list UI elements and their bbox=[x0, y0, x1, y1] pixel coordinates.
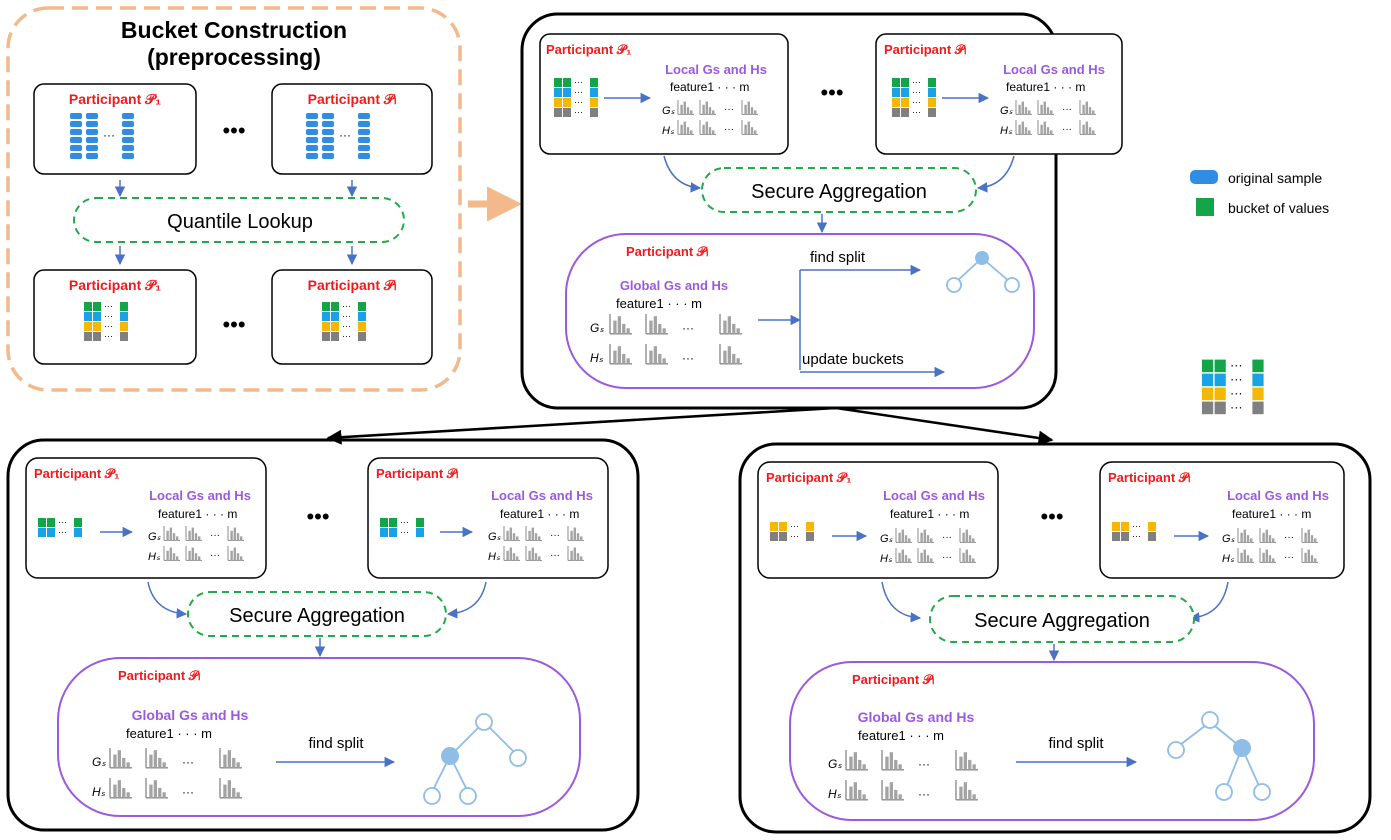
gs-label: Gₛ bbox=[662, 105, 676, 117]
secure-aggregation-label: Secure Aggregation bbox=[229, 605, 405, 627]
hs-label: Hₛ bbox=[880, 553, 893, 565]
original-sample-icon bbox=[1190, 170, 1218, 184]
svg-text:···: ··· bbox=[339, 128, 351, 142]
secure-aggregation-label: Secure Aggregation bbox=[751, 181, 927, 203]
feature-row: feature1 · · · m bbox=[158, 507, 237, 521]
pre-participant-l-bottom: Participant 𝒫ₗ bbox=[271, 269, 433, 365]
pre-participant-1-bottom: Participant 𝒫₁ bbox=[33, 269, 197, 365]
legend-bucket: bucket of values bbox=[1228, 200, 1329, 216]
participant-label: Participant 𝒫ₗ bbox=[118, 668, 200, 683]
svg-text:···: ··· bbox=[103, 128, 115, 142]
global-label: Global Gs and Hs bbox=[858, 709, 975, 725]
hs-label: Hₛ bbox=[92, 785, 106, 799]
local-label: Local Gs and Hs bbox=[665, 62, 767, 77]
legend-original: original sample bbox=[1228, 170, 1322, 186]
secure-aggregation-box bbox=[929, 595, 1195, 643]
hs-label: Hₛ bbox=[828, 787, 842, 801]
tree-icon bbox=[946, 251, 1020, 293]
hs-label: Hₛ bbox=[148, 551, 161, 563]
hs-label: Hₛ bbox=[1222, 553, 1235, 565]
gs-label: Gₛ bbox=[880, 533, 894, 545]
preprocessing-title-line2: (preprocessing) bbox=[147, 44, 321, 70]
split-arrows bbox=[326, 406, 1054, 446]
gs-label: Gₛ bbox=[828, 757, 842, 771]
gs-label: Gₛ bbox=[1000, 105, 1014, 117]
feature-row: feature1 · · · m bbox=[126, 726, 212, 741]
participant-label: Participant 𝒫₁ bbox=[69, 277, 161, 293]
pre-participant-l-top: Participant 𝒫ₗ ··· bbox=[271, 83, 433, 175]
participant-label: Participant 𝒫ₗ bbox=[1108, 470, 1190, 485]
hs-label: Hₛ bbox=[590, 351, 604, 365]
global-label: Global Gs and Hs bbox=[132, 707, 249, 723]
local-label: Local Gs and Hs bbox=[883, 488, 985, 503]
right-participant-l: Participant 𝒫ₗ Local Gs and Hs feature1 … bbox=[1099, 461, 1345, 579]
find-split-label: find split bbox=[308, 735, 364, 752]
local-label: Local Gs and Hs bbox=[1003, 62, 1105, 77]
participant-label: Participant 𝒫₁ bbox=[546, 42, 632, 57]
update-buckets-label: update buckets bbox=[802, 351, 904, 368]
feature-row: feature1 · · · m bbox=[858, 728, 944, 743]
feature-row: feature1 · · · m bbox=[616, 296, 702, 311]
local-label: Local Gs and Hs bbox=[491, 488, 593, 503]
participant-label: Participant 𝒫₁ bbox=[766, 470, 852, 485]
root-aggregator: Participant 𝒫ₗ Global Gs and Hs feature1… bbox=[565, 233, 1264, 415]
right-participant-1: Participant 𝒫₁ Local Gs and Hs feature1 … bbox=[757, 461, 999, 579]
left-participant-l: Participant 𝒫ₗ Local Gs and Hs feature1 … bbox=[367, 457, 609, 579]
hs-label: Hₛ bbox=[1000, 125, 1013, 137]
participant-label: Participant 𝒫ₗ bbox=[308, 277, 397, 293]
feature-row: feature1 · · · m bbox=[1232, 507, 1311, 521]
left-aggregator: Participant 𝒫ₗ Global Gs and Hs feature1… bbox=[57, 657, 581, 817]
quantile-lookup-box bbox=[73, 197, 405, 243]
right-child-panel: Participant 𝒫₁ Local Gs and Hs feature1 … bbox=[738, 442, 1372, 834]
hs-label: Hₛ bbox=[662, 125, 675, 137]
root-ellipsis: ••• bbox=[820, 80, 843, 105]
participant-label: Participant 𝒫₁ bbox=[34, 466, 120, 481]
root-participant-l: Participant 𝒫ₗ Local Gs and Hs feature1 … bbox=[875, 33, 1123, 155]
left-child-panel: Participant 𝒫₁ Local Gs and Hs feature1 … bbox=[6, 438, 640, 832]
participant-label: Participant 𝒫ₗ bbox=[308, 91, 397, 107]
local-label: Local Gs and Hs bbox=[149, 488, 251, 503]
ellipsis-top: ••• bbox=[222, 118, 245, 143]
secure-aggregation-box bbox=[187, 591, 447, 637]
participant-label: Participant 𝒫ₗ bbox=[852, 672, 934, 687]
participant-label: Participant 𝒫ₗ bbox=[626, 244, 708, 259]
participant-label: Participant 𝒫ₗ bbox=[376, 466, 458, 481]
pre-participant-1-top: Participant 𝒫₁ ··· bbox=[33, 83, 197, 175]
gs-label: Gₛ bbox=[590, 321, 604, 335]
quantile-lookup-label: Quantile Lookup bbox=[167, 211, 313, 233]
gs-label: Gₛ bbox=[92, 755, 106, 769]
participant-label: Participant 𝒫ₗ bbox=[884, 42, 966, 57]
ellipsis-bottom: ••• bbox=[222, 312, 245, 337]
secure-aggregation-label: Secure Aggregation bbox=[974, 610, 1150, 632]
preprocessing-title-line1: Bucket Construction bbox=[121, 17, 347, 43]
participant-label: Participant 𝒫₁ bbox=[69, 91, 161, 107]
feature-row: feature1 · · · m bbox=[500, 507, 579, 521]
hs-label: Hₛ bbox=[488, 551, 501, 563]
right-ellipsis: ••• bbox=[1040, 504, 1063, 529]
secure-aggregation-box bbox=[701, 167, 977, 213]
tree-icon bbox=[423, 713, 527, 805]
left-ellipsis: ••• bbox=[306, 504, 329, 529]
gs-label: Gₛ bbox=[148, 531, 162, 543]
gs-label: Gₛ bbox=[1222, 533, 1236, 545]
right-aggregator: Participant 𝒫ₗ Global Gs and Hs feature1… bbox=[789, 661, 1315, 821]
feature-row: feature1 · · · m bbox=[1006, 80, 1085, 94]
bucket-icon bbox=[1196, 198, 1214, 216]
root-participant-1: Participant 𝒫₁ Local Gs and Hs feature1 … bbox=[539, 33, 789, 155]
preprocessing-panel: Bucket Construction (preprocessing) Part… bbox=[6, 6, 462, 392]
left-participant-1: Participant 𝒫₁ Local Gs and Hs feature1 … bbox=[25, 457, 267, 579]
feature-row: feature1 · · · m bbox=[670, 80, 749, 94]
updated-buckets-icon bbox=[1202, 358, 1264, 415]
find-split-label: find split bbox=[1048, 735, 1104, 752]
root-node-panel: Participant 𝒫₁ Local Gs and Hs feature1 … bbox=[520, 12, 1264, 415]
legend: original sample bucket of values bbox=[1190, 170, 1329, 216]
global-label: Global Gs and Hs bbox=[620, 278, 728, 293]
feature-row: feature1 · · · m bbox=[890, 507, 969, 521]
gs-label: Gₛ bbox=[488, 531, 502, 543]
find-split-label: find split bbox=[810, 249, 866, 266]
tree-icon bbox=[1167, 711, 1271, 801]
local-label: Local Gs and Hs bbox=[1227, 488, 1329, 503]
